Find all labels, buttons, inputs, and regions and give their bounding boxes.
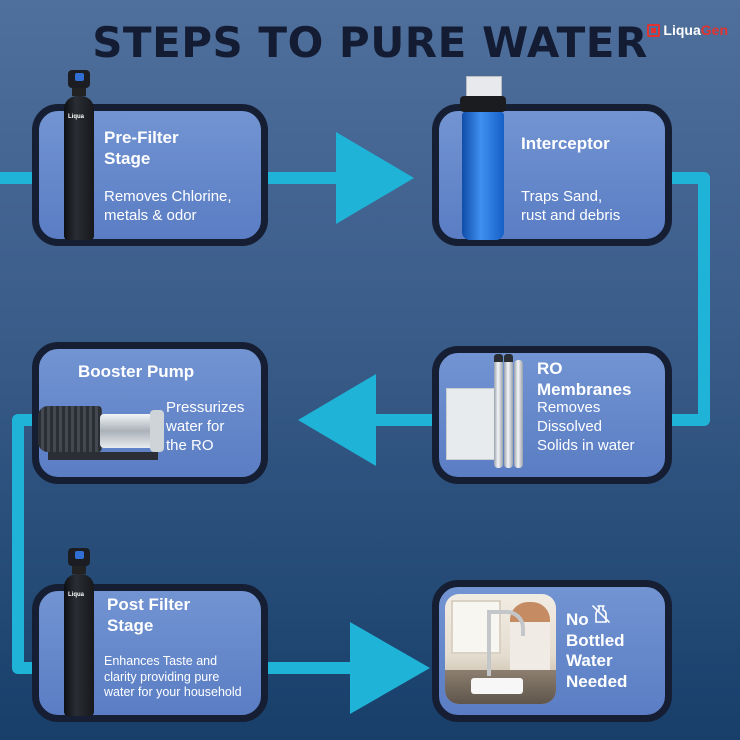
flow-arrow-right-bottom xyxy=(350,622,430,714)
booster-pump-icon xyxy=(38,398,164,462)
step-title-interceptor: Interceptor xyxy=(521,134,610,153)
logo-text-part2: Gen xyxy=(700,22,728,38)
step-desc-ro-membranes: Removes Dissolved Solids in water xyxy=(537,399,635,454)
filter-tank-icon: Liqua xyxy=(64,548,94,716)
step-desc-pre-filter: Removes Chlorine, metals & odor xyxy=(104,188,232,224)
step-title-booster-pump: Booster Pump xyxy=(78,362,195,381)
tank-label: Liqua xyxy=(68,592,84,598)
flow-line-interceptor-to-ro xyxy=(668,172,710,426)
filter-tank-icon: Liqua xyxy=(64,70,94,240)
no-bottle-icon xyxy=(592,605,610,623)
flow-arrow-left-middle xyxy=(298,374,376,466)
logo-text-part1: Liqua xyxy=(663,22,701,38)
step-desc-interceptor: Traps Sand, rust and debris xyxy=(521,188,621,224)
logo-mark-icon xyxy=(647,23,661,37)
step-title-post-filter: Post Filter Stage xyxy=(107,595,191,635)
tank-label: Liqua xyxy=(68,114,84,120)
flow-arrow-right-top xyxy=(336,132,414,224)
kitchen-faucet-photo xyxy=(445,594,556,704)
step-desc-post-filter: Enhances Taste and clarity providing pur… xyxy=(104,654,242,699)
step-title-no-bottled-water: No Bottled Water Needed xyxy=(566,610,628,691)
ro-membrane-rig-icon xyxy=(446,354,526,470)
flow-line-pump-to-post xyxy=(12,414,40,674)
page-title: STEPS TO PURE WATER xyxy=(92,18,648,67)
step-title-pre-filter: Pre-Filter Stage xyxy=(104,128,179,168)
step-title-ro-membranes: RO Membranes xyxy=(537,359,632,399)
step-desc-booster-pump: Pressurizes water for the RO xyxy=(166,399,245,454)
filter-housing-icon xyxy=(458,76,508,240)
